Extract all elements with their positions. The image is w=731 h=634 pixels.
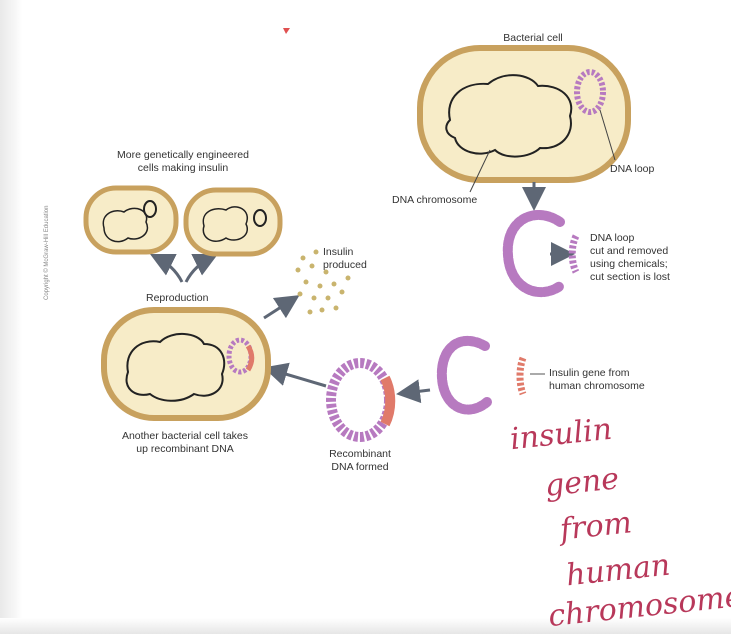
label-insulin-produced: Insulin produced (323, 246, 367, 272)
arrow-to-another-cell (272, 370, 326, 386)
arrow-left-to-recombinant (405, 390, 430, 393)
handwriting-line-3: from (559, 508, 634, 545)
label-more-cells: More genetically engineered cells making… (98, 149, 268, 175)
label-reproduction: Reproduction (146, 292, 208, 305)
label-dna-loop: DNA loop (610, 163, 654, 176)
label-insulin-gene: Insulin gene from human chromosome (549, 367, 669, 393)
recombinant-insert (385, 378, 390, 424)
label-loop-cut: DNA loop cut and removed using chemicals… (590, 232, 700, 284)
red-mark-icon (283, 28, 290, 34)
insulin-gene-fragment (520, 358, 523, 394)
daughter-cell-right (186, 190, 280, 254)
arrow-reproduction-left (158, 258, 182, 282)
another-bacterial-cell (104, 310, 268, 418)
label-dna-chromosome: DNA chromosome (392, 194, 477, 207)
recombinant-dna (331, 363, 389, 437)
daughter-cell-left (86, 188, 176, 252)
label-another-cell: Another bacterial cell takes up recombin… (100, 430, 270, 456)
arrow-to-insulin (264, 300, 292, 318)
label-bacterial-cell: Bacterial cell (478, 32, 588, 45)
cut-section (572, 236, 576, 272)
label-recombinant: Recombinant DNA formed (320, 448, 400, 474)
copyright-text: Copyright © McGraw-Hill Education (44, 206, 50, 300)
arrow-reproduction-right (186, 258, 210, 282)
open-plasmid (442, 341, 487, 410)
handwriting-line-2: gene (544, 464, 621, 502)
bacterial-cell (420, 48, 628, 180)
